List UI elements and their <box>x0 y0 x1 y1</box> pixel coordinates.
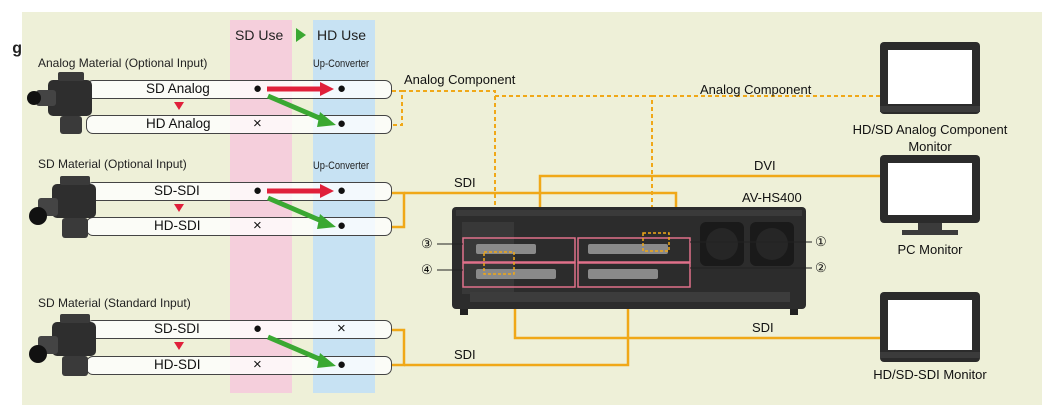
row-name-hd-sdi-optional: HD-SDI <box>154 218 201 233</box>
down-arrow-analog-icon <box>174 102 184 110</box>
red-arrow-sd-analog <box>267 82 334 96</box>
row-name-sd-analog: SD Analog <box>146 81 210 96</box>
slot-number-3: ③ <box>421 236 433 251</box>
title-fragment: g <box>12 40 22 57</box>
mark-sd-analog-hd: ● <box>337 80 347 97</box>
pc-monitor-label: PC Monitor <box>897 242 963 257</box>
analog-component-monitor-icon <box>880 42 980 114</box>
row-name-hd-sdi-standard: HD-SDI <box>154 357 201 372</box>
analog-connector-highlight-right <box>642 232 670 252</box>
mark-hd-sdi-std-hd: ● <box>337 356 347 373</box>
analog-connector-highlight-left <box>483 251 515 275</box>
red-arrow-sd-sdi <box>267 184 334 198</box>
sd-use-label: SD Use <box>235 27 284 43</box>
analog-component-label-right: Analog Component <box>700 82 812 97</box>
slot-number-1: ① <box>815 234 827 249</box>
green-arrow-sdi-standard <box>267 334 336 368</box>
row-name-hd-analog: HD Analog <box>146 116 211 131</box>
up-converter-label-1: Up-Converter <box>313 58 370 70</box>
slot-3-outline <box>462 237 576 263</box>
slot-2-outline <box>577 262 691 288</box>
slot-number-2: ② <box>815 260 827 275</box>
av-hs400-device <box>452 207 806 315</box>
sdi-label-bottom: SDI <box>454 347 476 362</box>
analog-material-label: Analog Material (Optional Input) <box>38 56 208 70</box>
analog-component-label-left: Analog Component <box>404 72 516 87</box>
analog-in-bracket <box>392 90 403 126</box>
mark-hd-analog-hd: ● <box>337 115 347 132</box>
row-box-hd-analog <box>86 115 392 134</box>
mark-sd-sdi-opt-sd: ● <box>253 182 263 199</box>
mark-sd-sdi-opt-hd: ● <box>337 182 347 199</box>
sd-material-optional-label: SD Material (Optional Input) <box>38 157 187 171</box>
sdi-label-top: SDI <box>454 175 476 190</box>
sdi-monitor-icon <box>880 292 980 362</box>
mark-sd-analog-sd: ● <box>253 80 263 97</box>
mark-hd-sdi-opt-sd: × <box>253 217 262 234</box>
row-name-sd-sdi-standard: SD-SDI <box>154 321 200 336</box>
direction-triangle-icon <box>296 28 306 42</box>
dvi-label: DVI <box>754 158 776 173</box>
mark-sd-sdi-std-hd: × <box>337 320 346 337</box>
slot-number-4: ④ <box>421 262 433 277</box>
sdi-right-cable <box>513 302 882 340</box>
down-arrow-sdi-optional-icon <box>174 204 184 212</box>
sdi-monitor-label: HD/SD-SDI Monitor <box>873 367 987 382</box>
sd-camera-optional-icon <box>29 176 96 238</box>
sdi-opt-bracket <box>392 191 406 229</box>
analog-camera-icon <box>27 72 92 134</box>
analog-cable-left <box>402 90 496 248</box>
sd-camera-standard-icon <box>29 314 96 376</box>
slot-4-outline <box>462 262 576 288</box>
sdi-bottom-cable <box>404 300 630 367</box>
up-converter-label-2: Up-Converter <box>313 160 370 172</box>
sdi-std-bracket <box>392 328 406 367</box>
mark-sd-sdi-std-sd: ● <box>253 320 263 337</box>
down-arrow-sdi-standard-icon <box>174 342 184 350</box>
row-name-sd-sdi-optional: SD-SDI <box>154 183 200 198</box>
analog-monitor-label-line1: HD/SD Analog Component <box>852 122 1008 137</box>
hd-use-label: HD Use <box>317 27 367 43</box>
device-name: AV-HS400 <box>742 190 802 205</box>
mark-hd-sdi-opt-hd: ● <box>337 217 347 234</box>
green-arrow-analog <box>267 93 336 127</box>
analog-monitor-label-line2: Monitor <box>908 139 952 154</box>
pc-monitor-icon <box>880 155 980 235</box>
green-arrow-sdi-optional <box>267 195 336 229</box>
sdi-label-right: SDI <box>752 320 774 335</box>
mark-hd-sdi-std-sd: × <box>253 356 262 373</box>
slot-1-outline <box>577 237 691 263</box>
mark-hd-analog-sd: × <box>253 115 262 132</box>
sd-material-standard-label: SD Material (Standard Input) <box>38 296 191 310</box>
